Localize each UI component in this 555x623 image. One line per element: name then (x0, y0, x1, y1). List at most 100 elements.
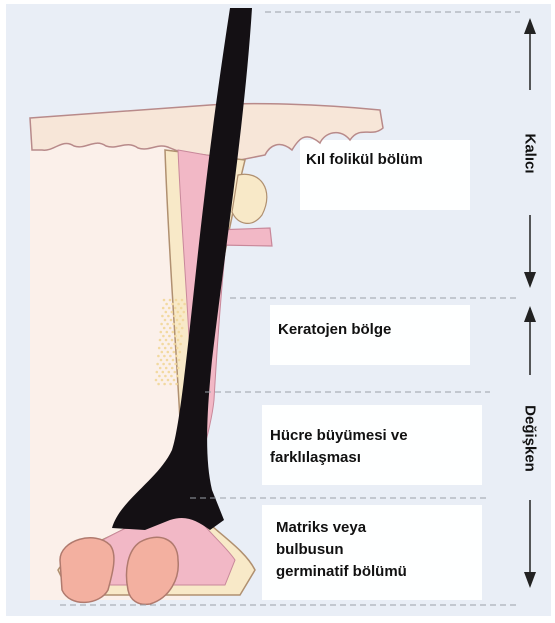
keratogenous-dot (172, 323, 175, 326)
keratogenous-dot (156, 363, 159, 366)
keratogenous-dot (163, 383, 166, 386)
keratogenous-dot (175, 327, 178, 330)
keratogenous-dot (178, 323, 181, 326)
keratogenous-dot (181, 327, 184, 330)
keratogenous-dot (169, 299, 172, 302)
keratogenous-dot (157, 383, 160, 386)
matrix-label-line3: germinatif bölümü (276, 562, 407, 582)
keratogenous-dot (175, 355, 178, 358)
keratogenous-dot (183, 311, 186, 314)
keratogenous-dot (170, 375, 173, 378)
keratogenous-dot (169, 383, 172, 386)
keratogenous-dot (160, 359, 163, 362)
keratogenous-dot (176, 347, 179, 350)
growth-label-line2: farklılaşması (270, 448, 361, 468)
keratogenous-dot (161, 379, 164, 382)
keratogenous-dot (168, 335, 171, 338)
keratogenous-dot (177, 367, 180, 370)
keratogenous-dot (162, 363, 165, 366)
keratogenous-dot (169, 327, 172, 330)
keratogenous-dot (174, 371, 177, 374)
keratogenous-dot (173, 343, 176, 346)
keratogenous-dot (167, 351, 170, 354)
keratogenous-dot (169, 355, 172, 358)
keratogenous-dot (171, 339, 174, 342)
keratogenous-dot (173, 351, 176, 354)
keratogenous-dot (161, 315, 164, 318)
keratogenous-dot (177, 303, 180, 306)
keratogenous-dot (166, 359, 169, 362)
keratogenous-dot (182, 319, 185, 322)
keratogenous-dot (168, 363, 171, 366)
keratogenous-dot (162, 335, 165, 338)
variable-side-label: Değişken (522, 399, 539, 479)
keratogenous-dot (166, 323, 169, 326)
keratogenous-dot (179, 343, 182, 346)
keratogenous-dot (158, 375, 161, 378)
keratogenous-dot (167, 343, 170, 346)
keratogenous-dot (176, 319, 179, 322)
keratogenous-dot (164, 375, 167, 378)
matrix-label-line2: bulbusun (276, 540, 344, 560)
sebaceous-gland (232, 174, 267, 223)
keratogenous-dot (175, 383, 178, 386)
keratogenous-dot (172, 359, 175, 362)
keratogenous-dot (167, 379, 170, 382)
keratogenous-dot (180, 335, 183, 338)
keratogenous-dot (155, 379, 158, 382)
keratogenous-dot (181, 299, 184, 302)
keratogenous-dot (171, 311, 174, 314)
keratogenous-dot (170, 347, 173, 350)
keratogenous-dot (157, 355, 160, 358)
follicle-label: Kıl folikül bölüm (306, 150, 423, 170)
keratogenous-dot (164, 347, 167, 350)
keratogenous-dot (161, 351, 164, 354)
keratogenous-dot (173, 379, 176, 382)
keratogenous-dot (160, 331, 163, 334)
keratogenous-dot (166, 331, 169, 334)
keratogenous-dot (158, 347, 161, 350)
keratogenous-dot (163, 327, 166, 330)
keratogenous-dot (163, 299, 166, 302)
keratogenous-dot (175, 299, 178, 302)
keratogenous-dot (159, 339, 162, 342)
keratogenous-dot (172, 331, 175, 334)
keratogenous-dot (156, 371, 159, 374)
keratogenous-dot (171, 367, 174, 370)
keratogenous-dot (178, 359, 181, 362)
keratogenous-dot (174, 307, 177, 310)
keratogenous-dot (165, 367, 168, 370)
keratogenous-dot (180, 307, 183, 310)
keratogenous-label: Keratojen bölge (278, 320, 391, 340)
keratogenous-dot (168, 371, 171, 374)
keratogenous-dot (183, 303, 186, 306)
keratogenous-dot (159, 367, 162, 370)
keratogenous-dot (164, 319, 167, 322)
keratogenous-dot (176, 375, 179, 378)
keratogenous-dot (177, 311, 180, 314)
keratogenous-dot (174, 335, 177, 338)
keratogenous-dot (177, 339, 180, 342)
keratogenous-dot (162, 371, 165, 374)
keratogenous-dot (174, 363, 177, 366)
keratogenous-dot (167, 315, 170, 318)
keratogenous-dot (165, 311, 168, 314)
keratogenous-dot (168, 307, 171, 310)
keratogenous-dot (179, 315, 182, 318)
keratogenous-dot (161, 343, 164, 346)
matrix-label-line1: Matriks veya (276, 518, 366, 538)
keratogenous-dot (163, 355, 166, 358)
keratogenous-dot (165, 339, 168, 342)
keratogenous-dot (171, 303, 174, 306)
permanent-side-label: Kalıcı (522, 124, 539, 184)
keratogenous-dot (173, 315, 176, 318)
keratogenous-dot (165, 303, 168, 306)
keratogenous-dot (160, 323, 163, 326)
keratogenous-dot (178, 331, 181, 334)
growth-label-line1: Hücre büyümesi ve (270, 426, 408, 446)
keratogenous-dot (170, 319, 173, 322)
keratogenous-dot (179, 351, 182, 354)
bulb-left-lobe (60, 538, 114, 603)
keratogenous-dot (162, 307, 165, 310)
